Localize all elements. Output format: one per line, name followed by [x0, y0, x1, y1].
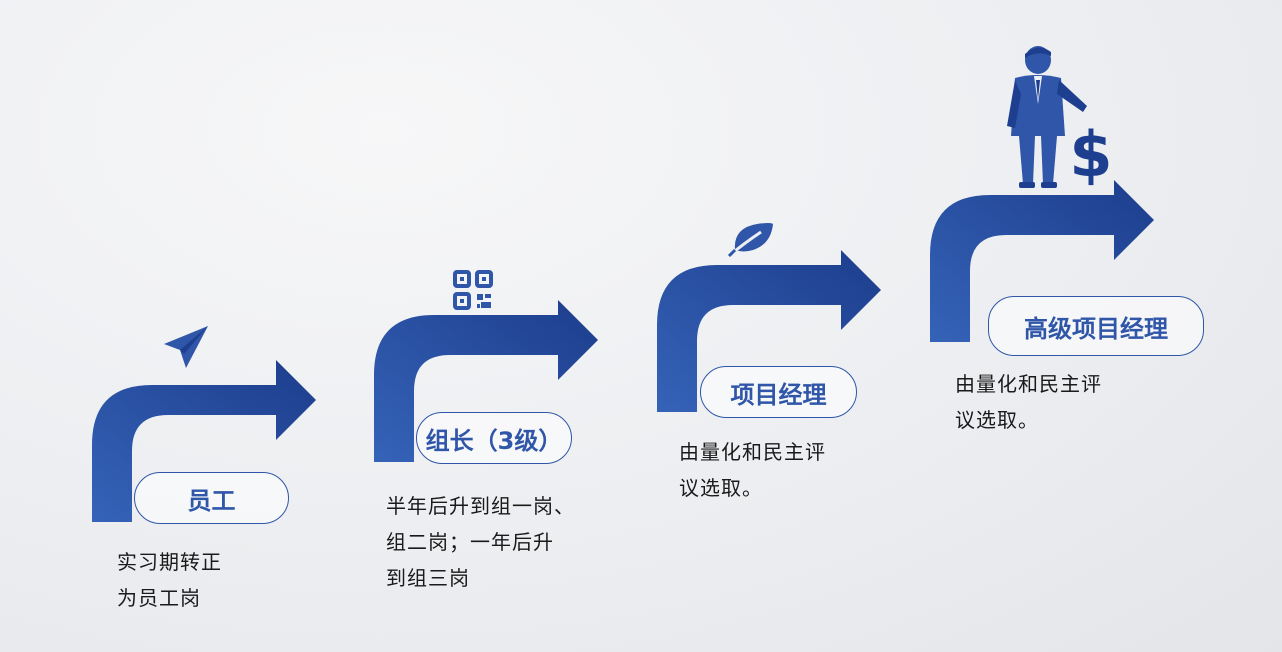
businessman-money-bag-icon: $: [1007, 46, 1113, 190]
step-4-desc-line: 由量化和民主评: [955, 372, 1102, 396]
qr-code-icon: [453, 270, 493, 310]
step-1-desc-line: 为员工岗: [117, 586, 201, 610]
step-3-description: 由量化和民主评 议选取。: [679, 434, 826, 506]
step-3-arrow: [657, 250, 881, 412]
step-3-desc-line: 议选取。: [679, 476, 763, 500]
step-4-description: 由量化和民主评 议选取。: [955, 366, 1102, 438]
step-4-arrow: [930, 180, 1154, 342]
paper-plane-icon: [164, 326, 208, 368]
step-1-label: 员工: [134, 472, 289, 524]
step-2-arrow: [374, 300, 598, 462]
step-1-desc-line: 实习期转正: [117, 550, 222, 574]
svg-text:$: $: [1069, 118, 1112, 190]
step-2-description: 半年后升到组一岗、 组二岗；一年后升 到组三岗: [386, 488, 575, 596]
step-4-label: 高级项目经理: [988, 296, 1204, 356]
step-2-desc-line: 到组三岗: [386, 566, 470, 590]
step-1-arrow: [92, 360, 316, 522]
step-3-label: 项目经理: [700, 366, 857, 418]
step-4-desc-line: 议选取。: [955, 408, 1039, 432]
step-3-desc-line: 由量化和民主评: [679, 440, 826, 464]
step-2-label: 组长（3级）: [416, 412, 572, 464]
leaf-icon: [727, 223, 773, 258]
step-1-description: 实习期转正 为员工岗: [117, 544, 222, 616]
step-2-desc-line: 半年后升到组一岗、: [386, 494, 575, 518]
step-2-desc-line: 组二岗；一年后升: [386, 530, 554, 554]
